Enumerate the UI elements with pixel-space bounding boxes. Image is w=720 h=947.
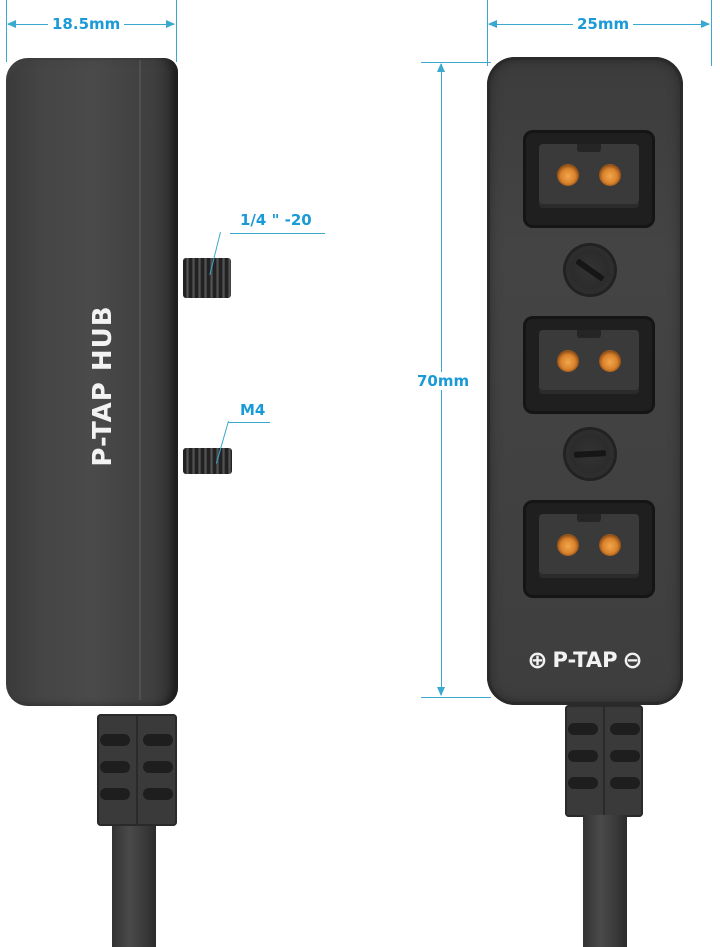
thread-stud-m4 <box>183 448 232 474</box>
arrow-left-icon <box>7 20 16 28</box>
callout-label-quarter-20: 1/4 " -20 <box>236 211 316 229</box>
callout-label-m4: M4 <box>236 401 270 419</box>
pin-negative <box>599 164 621 186</box>
dtap-port-3 <box>523 500 655 598</box>
pin-negative <box>599 350 621 372</box>
strain-relief-front <box>565 705 643 817</box>
side-product-label: P-TAP HUB <box>88 305 118 467</box>
pin-negative <box>599 534 621 556</box>
front-product-label: ⊕ P-TAP ⊖ <box>527 646 642 674</box>
pin-positive <box>557 350 579 372</box>
pin-positive <box>557 164 579 186</box>
arrow-left-icon <box>488 20 497 28</box>
pin-positive <box>557 534 579 556</box>
arrow-down-icon <box>437 687 445 696</box>
dtap-port-2 <box>523 316 655 414</box>
dim-extension-right-side <box>176 0 177 62</box>
arrow-right-icon <box>701 20 710 28</box>
dimension-label-front-width: 25mm <box>573 15 634 33</box>
cable-side <box>112 826 156 947</box>
plus-circle-icon: ⊕ <box>527 646 548 674</box>
dtap-port-1 <box>523 130 655 228</box>
strain-relief-side <box>97 714 177 826</box>
screw-2 <box>566 430 614 478</box>
hub-side-view <box>6 58 178 706</box>
dimension-label-height: 70mm <box>413 372 474 390</box>
minus-circle-icon: ⊖ <box>622 646 643 674</box>
callout-leader-horizontal <box>230 233 325 234</box>
arrow-right-icon <box>166 20 175 28</box>
arrow-up-icon <box>437 63 445 72</box>
callout-leader-horizontal <box>228 422 270 423</box>
dimension-label-side-width: 18.5mm <box>48 15 125 33</box>
dim-extension-top <box>421 62 491 63</box>
side-seam <box>139 60 141 700</box>
dim-extension-bottom <box>421 697 491 698</box>
dim-extension-left-side <box>6 0 7 62</box>
thread-stud-quarter-20 <box>183 258 231 298</box>
front-label-text: P-TAP <box>552 648 618 672</box>
cable-front <box>583 815 627 947</box>
dim-extension-left-front <box>487 0 488 66</box>
dim-extension-right-front <box>711 0 712 66</box>
screw-1 <box>566 246 614 294</box>
